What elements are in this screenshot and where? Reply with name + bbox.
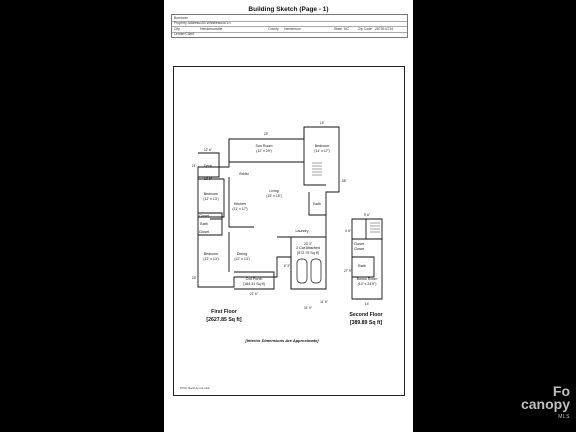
state-value: NC (344, 26, 349, 31)
lender-label: Lender/Client (174, 32, 195, 37)
dim-31-9: 31' 9" (304, 306, 312, 310)
header-form: Borrower Property Address 150 Whistlewoo… (171, 14, 408, 38)
dining-walls (228, 232, 274, 273)
first-floor-label: First Floor (211, 309, 237, 315)
zip-value: 28739-6734 (375, 26, 394, 31)
lender-row: Lender/Client (172, 32, 407, 38)
deck-box (198, 152, 220, 178)
property-value: 150 Whistlewood Ln (200, 21, 231, 26)
second-floor-walls (352, 219, 382, 278)
dim-21-6: 21' 6" (250, 292, 258, 296)
sun-room-label: Sun Room (256, 144, 273, 148)
property-label: Property Address (174, 21, 201, 26)
closet3-label: Closet (354, 242, 364, 246)
living-size: (19' x 19') (266, 194, 282, 198)
city-value: Hendersonville (200, 26, 223, 31)
floor-plan-sketch: Sun Room (12' x 29') Bedroom (14' x 17')… (180, 121, 383, 390)
garage-walls (277, 236, 326, 289)
dim-27-9: 27' 9" (344, 269, 352, 273)
second-floor-label: Second Floor (349, 312, 382, 318)
bedroom-wall (303, 127, 326, 186)
garage-size: [572.75 Sq ft] (297, 251, 318, 255)
kitchen-size: (11' x 17') (232, 207, 247, 211)
watermark-sub-text: MLS (558, 414, 570, 420)
porch-label: Cvd Porch (246, 277, 263, 281)
city-label: City (174, 26, 180, 31)
dim-14: 14' (365, 302, 370, 306)
county-label: County (268, 26, 279, 31)
page-title: Building Sketch (Page - 1) (248, 6, 329, 13)
document-page: Building Sketch (Page - 1) Borrower Prop… (164, 0, 413, 432)
first-floor-area: [2627.85 Sq ft] (206, 317, 241, 323)
deck-label: Deck (204, 164, 212, 168)
dim-29: 29' (264, 132, 269, 136)
canopy-mls-watermark: Fo canopy MLS (520, 383, 570, 424)
laundry-label: Laundry (296, 229, 309, 233)
state-label: State (334, 26, 342, 31)
watermark-top-text: Fo (552, 383, 570, 399)
dim-12-6-bottom: 12' 6" (204, 177, 212, 181)
dim-6-3: 6' 3" (284, 264, 290, 268)
porch-walls (234, 271, 275, 290)
county-value: Henderson (284, 26, 301, 31)
property-row: Property Address 150 Whistlewood Ln (172, 21, 407, 27)
second-floor-area: [389.89 Sq ft] (350, 320, 383, 326)
footnote: TOTAL Sketch by a la mode (180, 387, 210, 390)
kitchen-walls (228, 177, 254, 228)
dim-12-6-top: 12' 6" (204, 148, 212, 152)
sun-room-walls (228, 139, 304, 163)
bedroom1-size: (14' x 17') (314, 149, 330, 153)
watermark-text: canopy (520, 396, 570, 412)
bedroom3-size: (12' x 13') (203, 257, 219, 261)
brkfst-label: Brkfst (239, 172, 248, 176)
bedroom3-label: Bedroom (204, 252, 219, 256)
closet1-label: Closet (199, 214, 209, 218)
bath3-label: Bath (358, 264, 365, 268)
living-label: Living (269, 189, 278, 193)
dim-11-6: 11' 6" (320, 300, 328, 304)
sketch-frame: Sun Room (12' x 29') Bedroom (14' x 17')… (173, 66, 405, 396)
dim-4-6: 4' 6" (345, 229, 351, 233)
sun-room-size: (12' x 29') (256, 149, 272, 153)
dim-25: 25' (192, 276, 197, 280)
second-floor-outline (351, 218, 383, 300)
porch-size: [184.31 Sq ft] (243, 282, 264, 286)
dim-21: 21' (192, 164, 197, 168)
bath2-label: Bath (313, 202, 320, 206)
dim-23-3: 23' 3" (304, 242, 312, 246)
dim-38: 38' (342, 179, 347, 183)
dimension-note: [Interior Dimensions Are Approximate] (244, 338, 319, 343)
borrower-row: Borrower (172, 15, 407, 22)
bonus-room-label: Bonus Room (357, 277, 378, 281)
bonus-room-size: (14' x 24'9") (358, 282, 377, 286)
bath-wall (308, 192, 326, 216)
dining-size: (12' x 13') (234, 257, 250, 261)
bedroom2-label: Bedroom (204, 192, 219, 196)
kitchen-label: Kitchen (234, 202, 246, 206)
city-row: City Hendersonville County Henderson Sta… (172, 26, 407, 33)
dining-label: Dining (237, 252, 247, 256)
bedroom1-label: Bedroom (315, 144, 330, 148)
borrower-label: Borrower (174, 15, 188, 20)
bedroom2-wall (198, 178, 225, 218)
closet4-label: Closet (354, 247, 364, 251)
closet-walls (198, 212, 223, 236)
dim-9-6: 9' 6" (364, 213, 370, 217)
bath1-label: Bath (200, 222, 207, 226)
garage-label: 2 Car Attached (296, 246, 320, 250)
dim-15: 15' (320, 121, 325, 125)
bedroom2-size: (12' x 13') (203, 197, 219, 201)
closet2-label: Closet (199, 230, 209, 234)
zip-label: Zip Code (358, 26, 372, 31)
